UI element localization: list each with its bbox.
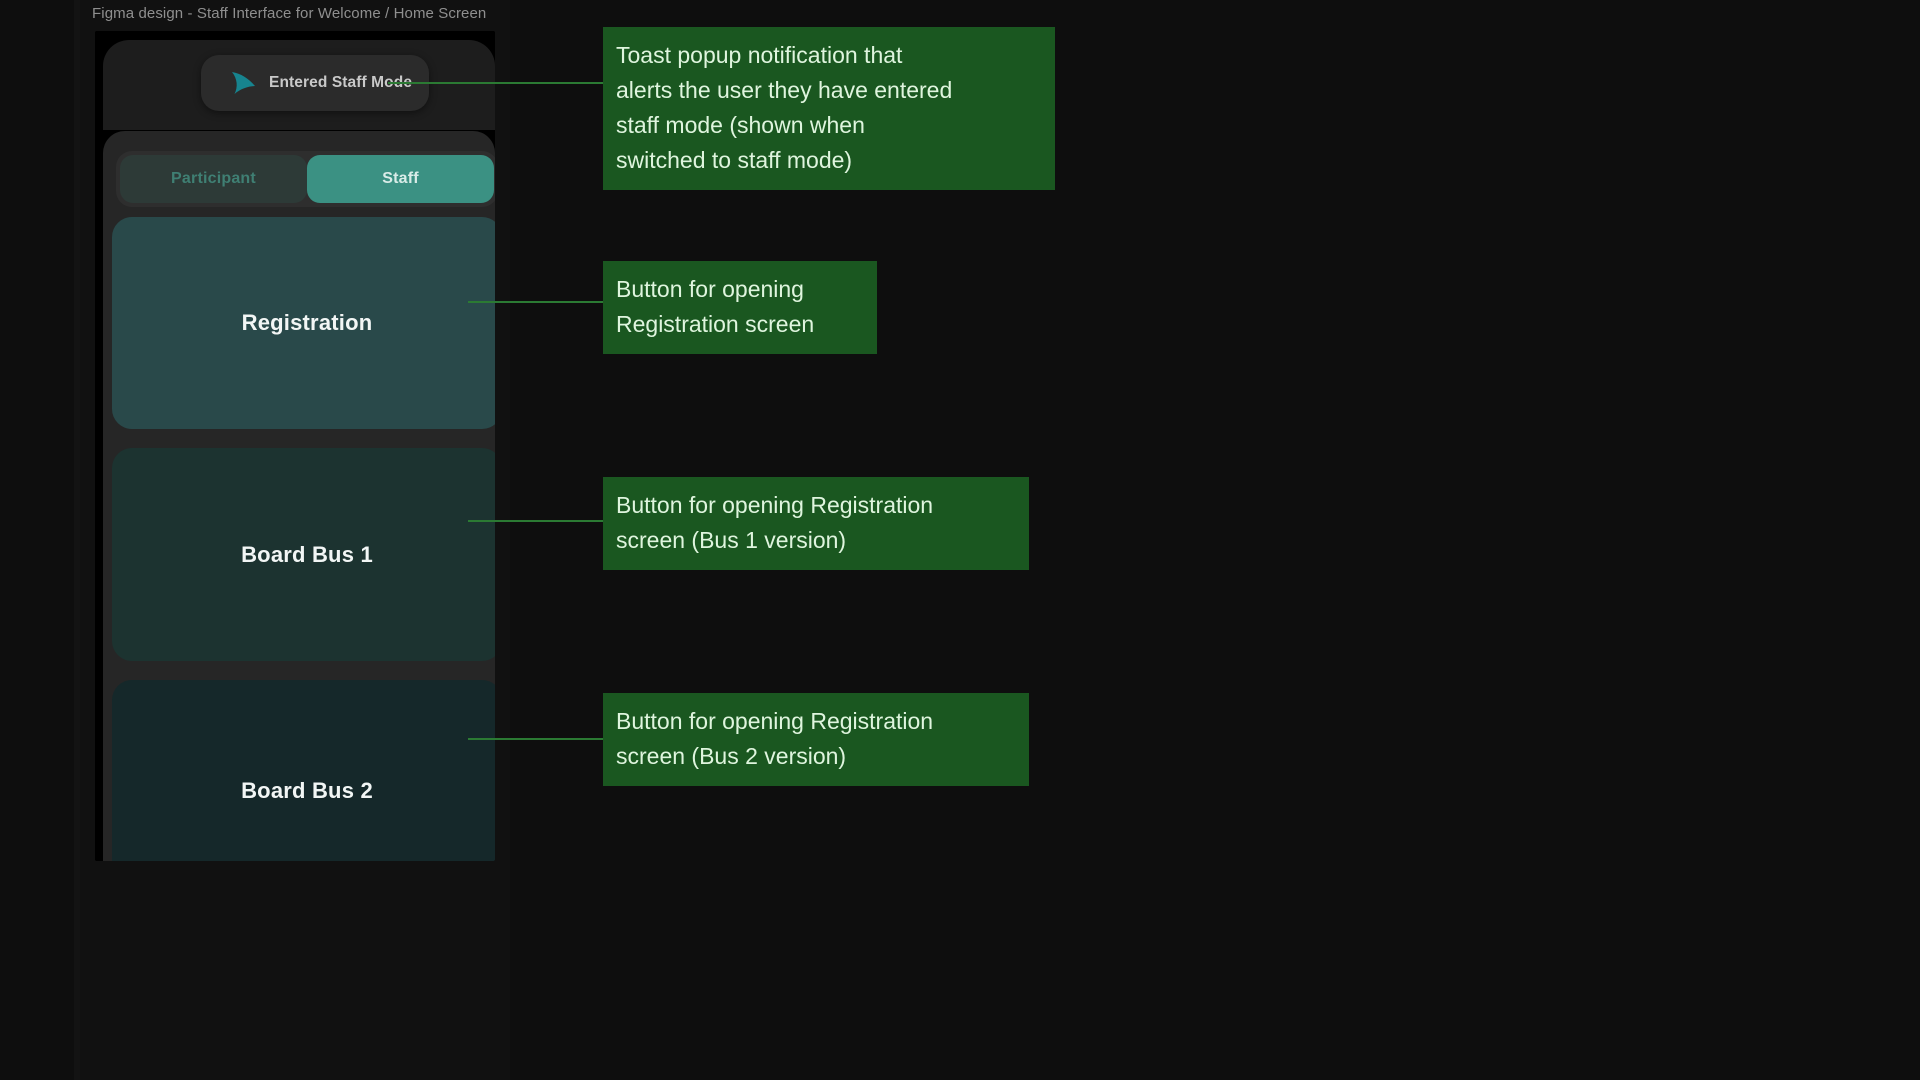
frame-title-label[interactable]: Figma design - Staff Interface for Welco… bbox=[92, 5, 487, 22]
connector-bus2 bbox=[468, 738, 603, 740]
annotation-bus2: Button for opening Registration screen (… bbox=[603, 693, 1029, 786]
phone-device-frame: Entered Staff Mode Participant Staff Reg… bbox=[95, 31, 495, 861]
connector-registration bbox=[468, 301, 603, 303]
device-screen: Entered Staff Mode Participant Staff Reg… bbox=[95, 31, 495, 861]
connector-bus1 bbox=[468, 520, 603, 522]
role-segmented-control[interactable]: Participant Staff bbox=[116, 151, 495, 207]
card-registration[interactable]: Registration bbox=[112, 217, 495, 429]
toast-message: Entered Staff Mode bbox=[269, 74, 413, 91]
teal-swoosh-brand-icon bbox=[232, 72, 255, 94]
annotation-toast: Toast popup notification that alerts the… bbox=[603, 27, 1055, 190]
card-board-bus-1[interactable]: Board Bus 1 bbox=[112, 448, 495, 661]
segment-staff[interactable]: Staff bbox=[307, 155, 494, 203]
annotation-bus1: Button for opening Registration screen (… bbox=[603, 477, 1029, 570]
card-board-bus-2[interactable]: Board Bus 2 bbox=[112, 680, 495, 861]
connector-toast bbox=[388, 82, 603, 84]
screen-top-panel: Entered Staff Mode bbox=[103, 40, 495, 130]
screen-body-panel: Participant Staff Registration Board Bus… bbox=[103, 131, 495, 861]
segment-participant[interactable]: Participant bbox=[120, 155, 307, 203]
canvas-left-edge bbox=[74, 0, 80, 1080]
action-card-list: Registration Board Bus 1 Board Bus 2 bbox=[112, 217, 495, 861]
annotation-registration: Button for opening Registration screen bbox=[603, 261, 877, 354]
